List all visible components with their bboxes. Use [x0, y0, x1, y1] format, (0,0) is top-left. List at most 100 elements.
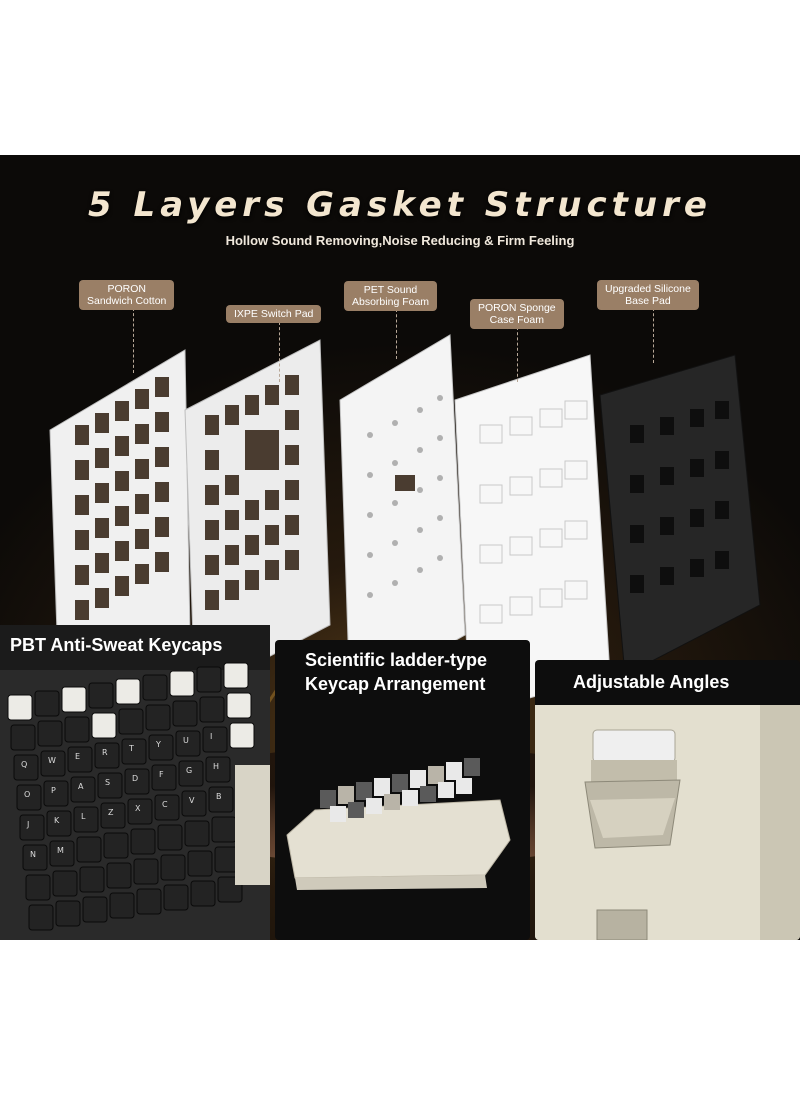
keycap — [40, 750, 66, 777]
layer-tag-pet: PET Sound Absorbing Foam — [344, 281, 438, 311]
plate-ixpe — [184, 339, 331, 696]
keycap — [37, 720, 63, 747]
keycap — [160, 854, 186, 881]
layer-tag-poron: PORON Sandwich Cotton — [79, 280, 175, 310]
keycap — [22, 844, 48, 871]
keycap-legend: X — [135, 804, 141, 813]
keycap-legend: R — [102, 748, 108, 757]
headline-subtitle: Hollow Sound Removing,Noise Reducing & F… — [225, 233, 575, 248]
keycap — [70, 776, 96, 803]
layer-tag-line2: Sandwich Cotton — [87, 295, 167, 307]
keycap-legend: O — [24, 790, 30, 799]
keycap — [109, 892, 135, 919]
keycap — [202, 726, 228, 753]
keycap — [211, 816, 237, 843]
keycap — [121, 738, 147, 765]
layer-tag-line1: PORON — [107, 283, 146, 295]
keycap — [28, 904, 54, 931]
keycap — [190, 880, 216, 907]
keycap — [187, 850, 213, 877]
keycap — [142, 674, 168, 701]
plate-poron-sponge — [454, 354, 611, 716]
keycap — [163, 884, 189, 911]
layer-tag-silicone: Upgraded Silicone Base Pad — [597, 280, 699, 310]
keycap — [229, 722, 255, 749]
poster: 5 Layers Gasket Structure Hollow Sound R… — [0, 155, 800, 940]
keycap-legend: A — [78, 782, 84, 791]
keycap — [19, 814, 45, 841]
keycap-legend: L — [81, 812, 86, 821]
keycap-legend: E — [75, 752, 80, 761]
layer-tag-poron-sponge: PORON Sponge Case Foam — [470, 299, 564, 329]
plate-silicone — [599, 354, 761, 676]
keycap-legend: T — [128, 744, 134, 753]
keycap-legend: P — [51, 786, 56, 795]
leader-poron — [133, 308, 134, 373]
keycap-legend: J — [26, 820, 29, 829]
layer-tag-line1: PET Sound — [363, 284, 418, 296]
keycap — [97, 772, 123, 799]
panel-angles-title: Adjustable Angles — [573, 672, 730, 692]
keycap-legend: W — [48, 756, 56, 765]
leader-ixpe — [279, 322, 280, 382]
keycap — [184, 820, 210, 847]
keycap — [61, 686, 87, 713]
keycap — [34, 690, 60, 717]
keycap — [46, 810, 72, 837]
keycap — [64, 716, 90, 743]
keycap — [25, 874, 51, 901]
keycap — [175, 730, 201, 757]
keycap — [82, 896, 108, 923]
leader-pet — [396, 309, 397, 359]
keycap-legend: N — [30, 850, 36, 859]
keycap — [91, 712, 117, 739]
keycap — [199, 696, 225, 723]
keyboard-side-view — [286, 758, 511, 890]
keycap — [94, 742, 120, 769]
keycap — [88, 682, 114, 709]
keycap — [118, 708, 144, 735]
leader-poron-sponge — [517, 327, 518, 382]
keycap — [103, 832, 129, 859]
keycap — [154, 794, 180, 821]
keycap-legend: S — [105, 778, 110, 787]
keycap — [55, 900, 81, 927]
keycap-legend: U — [183, 736, 189, 745]
keycap — [130, 828, 156, 855]
plate-pet — [339, 334, 466, 701]
keycap-legend: Q — [21, 760, 27, 769]
layer-tag-line2: Absorbing Foam — [352, 296, 430, 308]
layer-tag-ixpe: IXPE Switch Pad — [226, 305, 322, 323]
keycap — [79, 866, 105, 893]
panel-ladder-title-line1: Scientific ladder-type — [305, 650, 488, 670]
keycap — [10, 724, 36, 751]
layer-tag-line2: Base Pad — [625, 295, 671, 307]
keycap — [226, 692, 252, 719]
keycap — [157, 824, 183, 851]
keycap — [208, 786, 234, 813]
keycap-legend: V — [189, 796, 195, 805]
layer-tag-line1: Upgraded Silicone — [605, 283, 691, 295]
angle-foot-closeup — [535, 705, 800, 940]
keycap-legend: Z — [108, 808, 114, 817]
keycap-legend: K — [54, 816, 60, 825]
layer-tag-line1: IXPE Switch Pad — [234, 308, 314, 320]
keycap — [172, 700, 198, 727]
keycap — [106, 862, 132, 889]
keycap-legend: I — [210, 732, 212, 741]
keycap-legend: M — [57, 846, 64, 855]
keycap-legend: Y — [155, 740, 161, 749]
panel-ladder-title-line2: Keycap Arrangement — [305, 674, 486, 694]
keycap-legend: F — [159, 770, 164, 779]
panel-ladder: Scientific ladder-type Keycap Arrangemen… — [275, 640, 530, 940]
keycap — [136, 888, 162, 915]
keycap-legend: H — [213, 762, 219, 771]
leader-silicone — [653, 308, 654, 363]
keycap-legend: C — [162, 800, 168, 809]
panel-keycaps-title: PBT Anti-Sweat Keycaps — [10, 635, 223, 655]
keycap — [178, 760, 204, 787]
keycap — [205, 756, 231, 783]
keycap-legend: G — [186, 766, 192, 775]
